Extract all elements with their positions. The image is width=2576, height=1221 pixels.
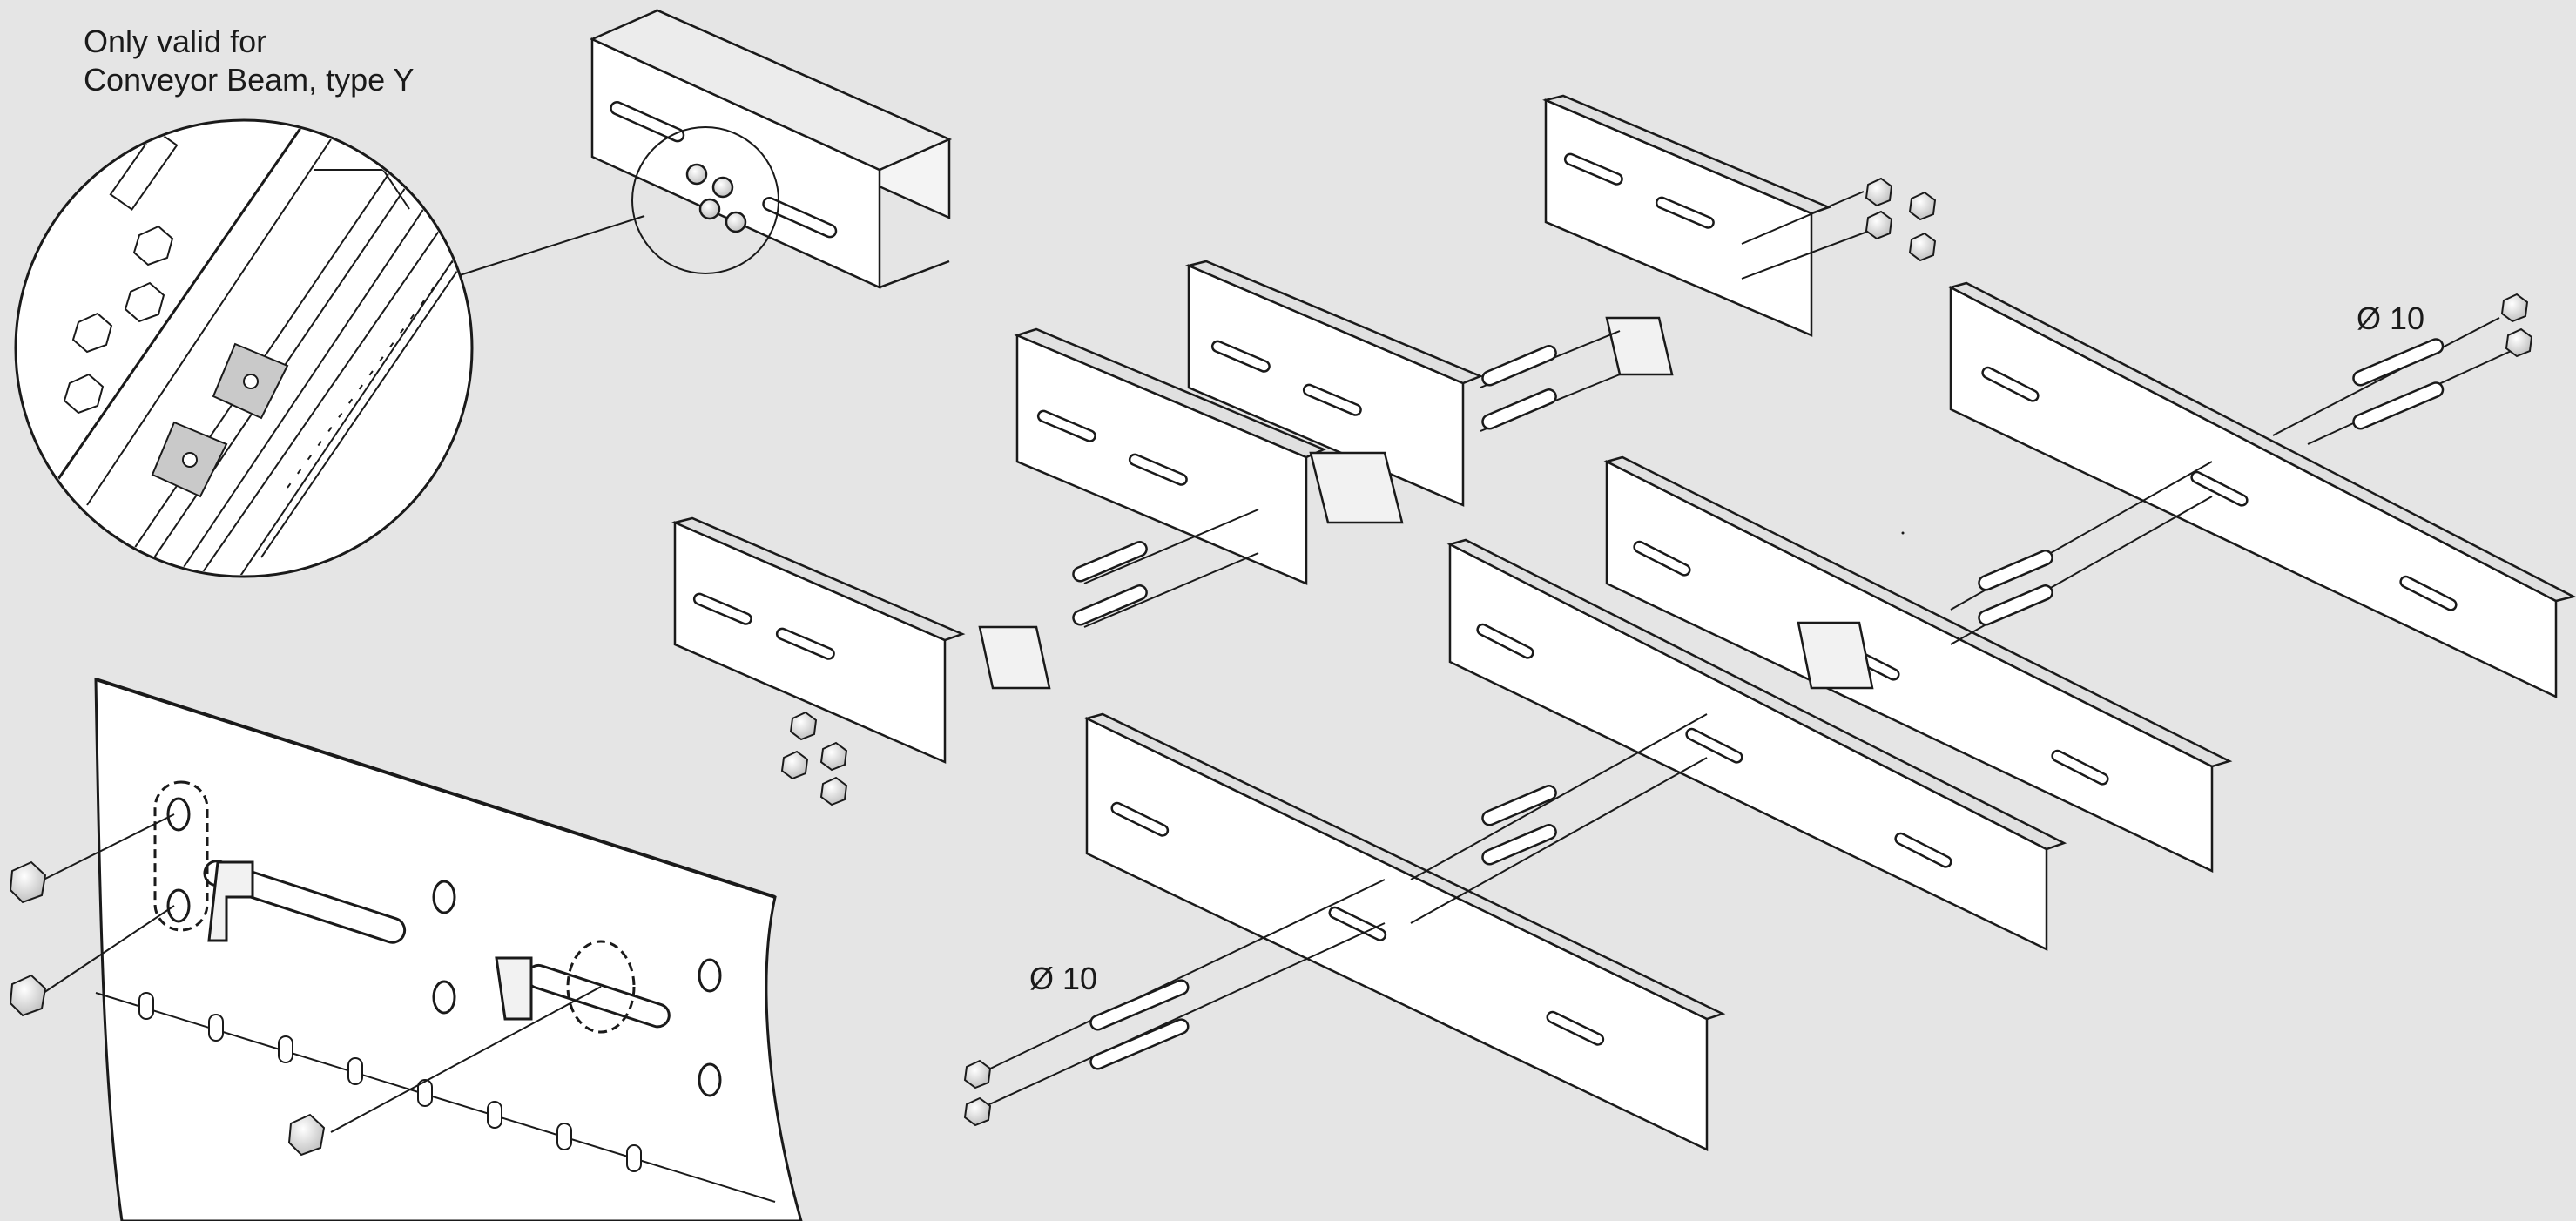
note-line-1: Only valid for — [84, 24, 267, 59]
beam-long-right — [1947, 281, 2576, 698]
beam-long-front — [1446, 538, 2067, 951]
diameter-label-left: Ø 10 — [1029, 961, 1098, 996]
detail-leader-line — [459, 215, 645, 276]
beam-long-mid — [1603, 455, 2233, 873]
screws — [780, 177, 2533, 1127]
beam-left-top — [1014, 327, 1327, 585]
note-line-2: Conveyor Beam, type Y — [84, 62, 415, 98]
beam-mid-top — [1185, 260, 1484, 507]
dowel-pins — [1072, 338, 2445, 1070]
top-beam-assembly — [589, 9, 953, 289]
connector-blocks — [978, 316, 1874, 690]
beam-long-bottom — [1083, 712, 1726, 1151]
diameter-label-right: Ø 10 — [2357, 300, 2425, 336]
dot-mark — [1901, 531, 1905, 535]
bolt-icon — [9, 860, 326, 1157]
detail-zoom-view — [14, 118, 645, 578]
profile-detail — [9, 677, 803, 1221]
beam-left-far — [671, 516, 966, 764]
beam-right-top — [1542, 94, 1832, 337]
